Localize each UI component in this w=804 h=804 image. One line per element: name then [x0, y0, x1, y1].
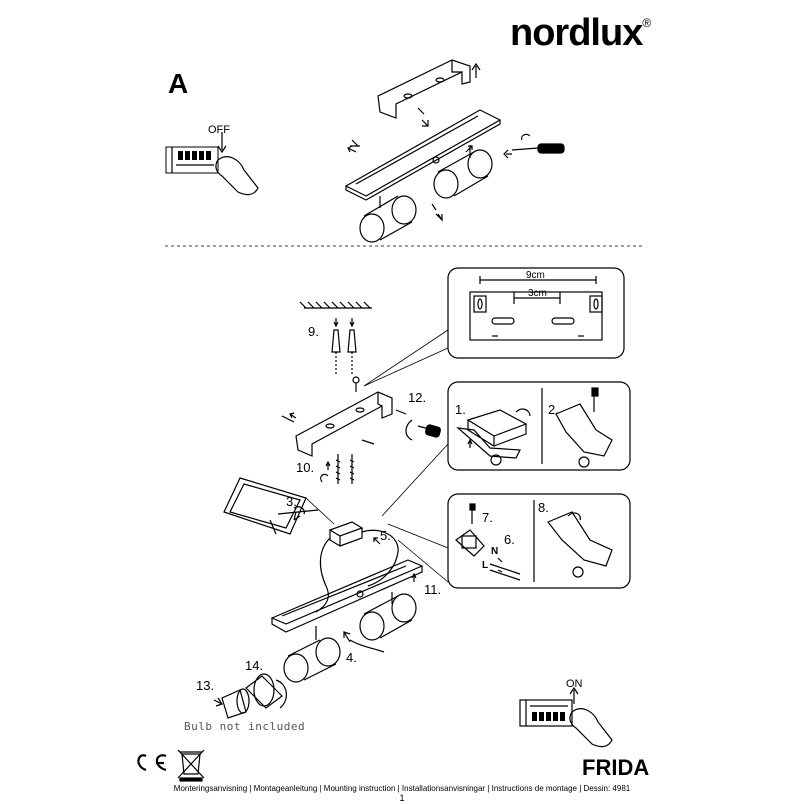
dimension-inner: 3cm — [528, 288, 547, 299]
section-a-label: A — [168, 68, 189, 99]
step-11: 11. — [424, 582, 442, 597]
page-number: 1 — [399, 793, 405, 803]
switch-panel-off-icon — [165, 132, 259, 196]
step-10: 10. — [296, 460, 315, 475]
bulb-not-included-note: Bulb not included — [184, 720, 306, 733]
screw-icon — [350, 139, 360, 147]
connector-box-detail — [447, 381, 631, 471]
housing-rail-a — [344, 109, 502, 208]
spotlight-cylinder-a-1 — [359, 195, 417, 243]
mounting-bracket-b — [295, 376, 393, 457]
footer-instructions: Monteringsanvisning | Montageanleitung |… — [173, 784, 631, 793]
mounting-bracket-a — [377, 59, 481, 119]
step-4: 4. — [346, 650, 357, 665]
spotlight-cylinder-a-2 — [433, 149, 493, 199]
dimension-outer: 9cm — [526, 270, 545, 281]
step-7: 7. — [482, 510, 493, 525]
wire-label-live: L — [482, 560, 489, 571]
bulb-icon — [213, 688, 250, 719]
wall-screws-icon — [320, 454, 355, 484]
wall-plugs-icon — [331, 318, 357, 376]
screw-icon — [395, 409, 407, 415]
screw-icon — [361, 439, 375, 445]
step-8: 8. — [538, 500, 549, 515]
rotate-arrow-icon — [405, 419, 441, 441]
wire-label-neutral: N — [491, 546, 499, 557]
step-5: 5. — [380, 528, 391, 543]
step-13: 13. — [196, 678, 215, 693]
screw-icon — [281, 415, 295, 423]
wiring-detail — [447, 493, 631, 589]
weee-bin-icon — [177, 749, 205, 782]
ceiling-surface — [299, 301, 372, 309]
product-name: FRIDA — [582, 755, 650, 780]
ce-mark-icon — [137, 754, 167, 772]
housing-rail-b — [270, 559, 424, 640]
spotlight-cylinder-b-2 — [359, 593, 417, 641]
switch-off-label: OFF — [208, 124, 230, 136]
step-6: 6. — [504, 532, 515, 547]
terminal-block — [315, 521, 399, 613]
spotlight-cylinder-b-1 — [283, 637, 341, 683]
brand-logo: nordlux® — [510, 12, 651, 54]
step-1: 1. — [455, 402, 466, 417]
screwdriver-icon — [503, 133, 565, 159]
reflector-lamp-icon — [245, 673, 287, 709]
step-3: 3. — [286, 494, 297, 509]
switch-panel-on-icon — [519, 686, 613, 748]
step-14: 14. — [245, 658, 264, 673]
diffuser-board — [223, 477, 319, 535]
screw-icon — [417, 107, 425, 115]
switch-on-label: ON — [566, 678, 583, 690]
step-2: 2. — [548, 402, 559, 417]
step-12: 12. — [408, 390, 427, 405]
bracket-dimensions-detail — [447, 267, 625, 359]
step-9: 9. — [308, 324, 319, 339]
